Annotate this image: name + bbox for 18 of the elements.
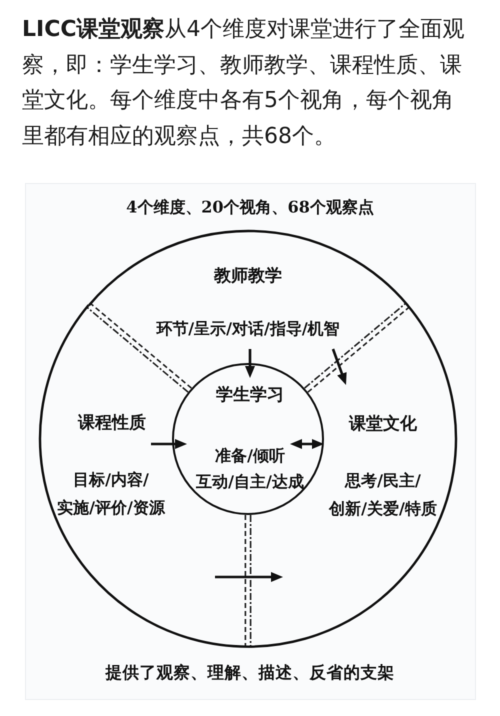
perspective-list: 思考/民主/创新/关爱/特质: [328, 466, 438, 523]
arrow: [151, 439, 187, 449]
perspective-list: 环节/呈示/对话/指导/机智: [156, 315, 340, 343]
diagram-caption: 提供了观察、理解、描述、反省的支架: [106, 662, 394, 684]
arrow: [332, 348, 347, 385]
perspective-list: 准备/倾听: [215, 443, 285, 469]
arrow: [215, 572, 283, 582]
perspective-list: 互动/自主/达成: [196, 469, 304, 495]
double-arrow: [290, 439, 324, 449]
dimension-title: 课堂文化: [349, 412, 417, 435]
dimension-title: 教师教学: [214, 265, 282, 287]
dimension-title: 课程性质: [78, 412, 146, 434]
dimension-title: 学生学习: [216, 384, 284, 406]
arrow: [245, 349, 255, 378]
diagram-title: 4个维度、20个视角、68个观察点: [126, 198, 374, 218]
perspective-list: 目标/内容/实施/评价/资源: [56, 466, 166, 522]
intro-paragraph: LICC课堂观察从4个维度对课堂进行了全面观察，即：学生学习、教师教学、课程性质、课堂文化。每个维度中各有5个视角，每个视角里都有相应的观察点，共68个。: [22, 16, 466, 150]
center-circle: [172, 363, 324, 515]
